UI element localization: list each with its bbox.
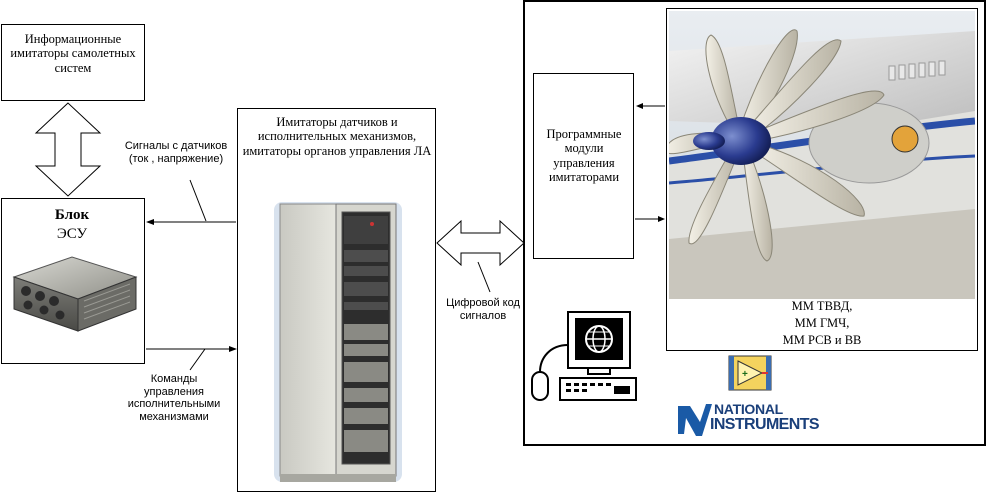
rack-box: Имитаторы датчиков и исполнительных меха… — [237, 108, 436, 492]
modules-to-model-arrowhead — [658, 216, 665, 222]
propfan-engine-icon — [669, 11, 975, 299]
software-modules-label: Программные модули управления имитаторам… — [546, 127, 622, 185]
info-simulators-label: Информационные имитаторы самолетных сист… — [10, 32, 136, 75]
sensor-signal-arrowhead — [146, 219, 154, 225]
commands-leader — [189, 348, 206, 371]
sensor-signal-leader — [189, 179, 207, 222]
ni-logo-line1: NATIONAL — [714, 401, 783, 417]
computer-icon — [531, 311, 637, 401]
digital-code-label: Цифровой код сигналов — [446, 297, 520, 322]
esu-block-subtitle: ЭСУ — [56, 226, 88, 242]
commands-arrowhead — [229, 346, 237, 352]
digital-code-leader — [477, 261, 491, 293]
double-arrow-vertical — [34, 102, 102, 197]
ni-eagle-icon — [678, 404, 712, 436]
ni-logo: NATIONAL INSTRUMENTS — [676, 400, 836, 442]
esu-block-box: Блок ЭСУ — [1, 198, 145, 364]
info-simulators-box: Информационные имитаторы самолетных сист… — [1, 24, 145, 101]
server-rack-icon — [274, 202, 402, 482]
rack-label: Имитаторы датчиков и исполнительных меха… — [242, 115, 432, 158]
model-to-modules-arrowhead — [636, 103, 643, 109]
ecu-unit-icon — [12, 256, 138, 332]
double-arrow-horizontal — [436, 219, 525, 267]
sensor-signals-label: Сигналы с датчиков (ток , напряжение) — [124, 140, 228, 165]
esu-block-title: Блок — [54, 207, 90, 223]
svg-text:+: + — [742, 369, 748, 380]
models-line1: ММ ТВВД, — [791, 299, 853, 313]
models-line3: ММ РСВ и ВВ — [782, 333, 862, 347]
models-line2: ММ ГМЧ, — [794, 316, 850, 330]
labview-icon: + — [728, 355, 772, 391]
models-box: ММ ТВВД, ММ ГМЧ, ММ РСВ и ВВ — [666, 8, 978, 351]
control-commands-label: Команды управления исполнительными механ… — [127, 373, 221, 423]
software-modules-box: Программные модули управления имитаторам… — [533, 73, 634, 259]
ni-logo-line2: INSTRUMENTS — [710, 416, 820, 433]
